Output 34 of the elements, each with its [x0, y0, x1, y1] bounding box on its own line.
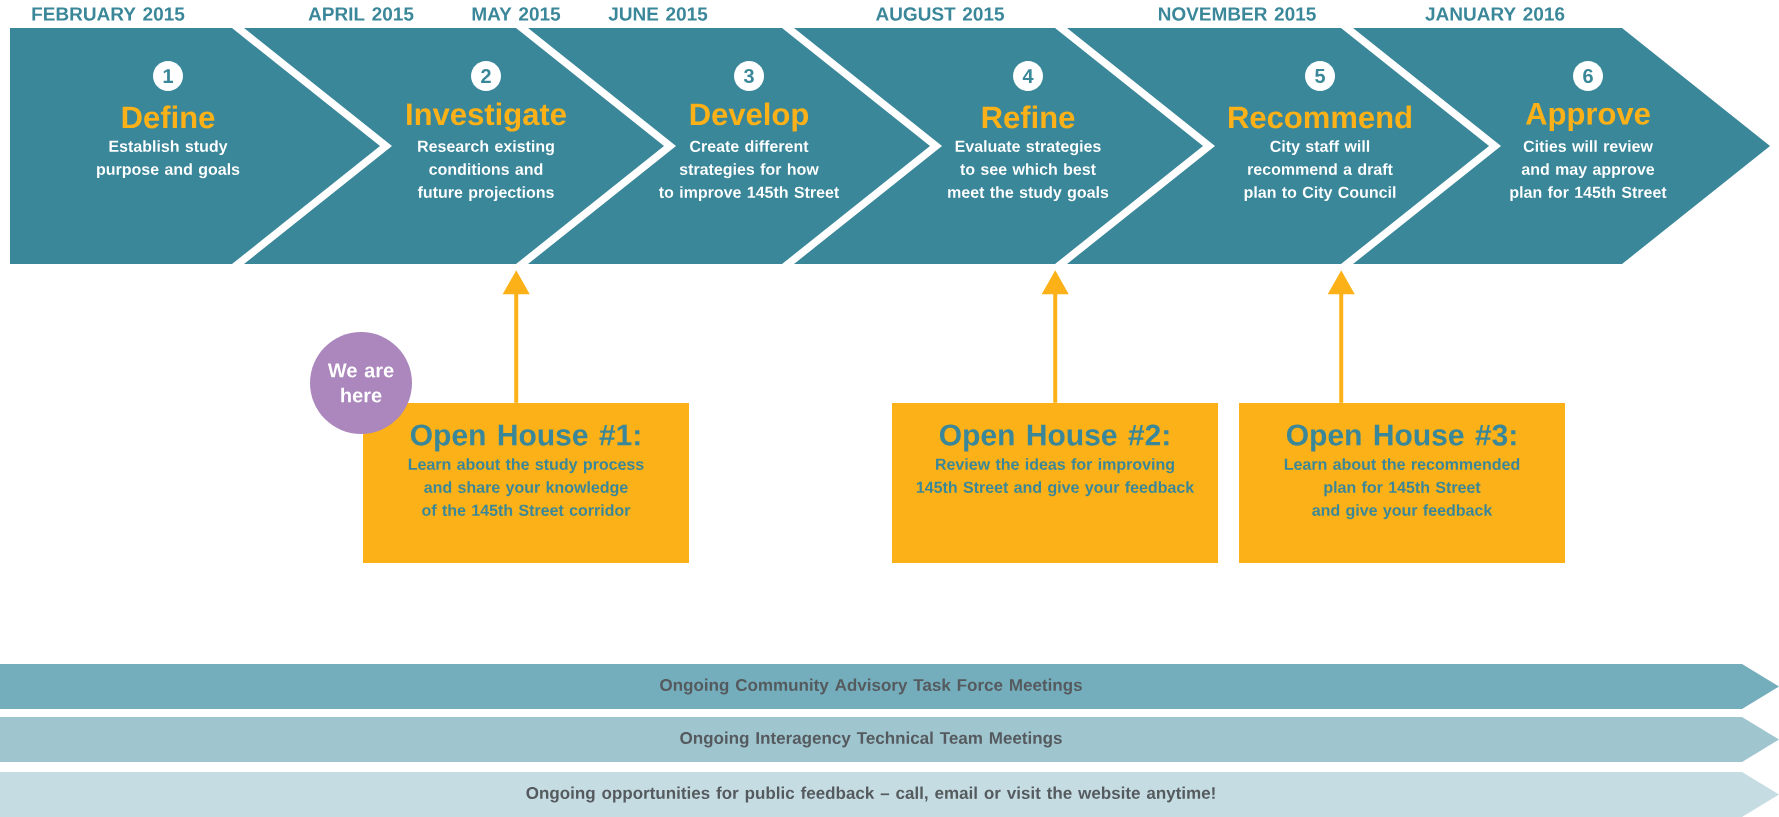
event-title: Open House #3:	[1286, 424, 1516, 452]
number-badge: 2	[471, 61, 501, 91]
stage-title: Refine	[982, 105, 1075, 129]
stage-title: Investigate	[407, 102, 566, 132]
event-description: Review the ideas for improving 145th Street and give your feedback	[916, 458, 1195, 497]
timeline-band: Ongoing Interagency Technical Team Meetings	[0, 717, 1779, 762]
status-badge: We are here	[310, 332, 412, 434]
stage-title: Approve	[1525, 103, 1650, 131]
stage-title: Develop	[690, 102, 809, 132]
number-badge: 1	[153, 61, 183, 91]
stage-description: Research existing conditions and future projections	[417, 140, 554, 202]
number-badge: 4	[1013, 61, 1043, 91]
number-badge: 3	[734, 61, 764, 91]
number-badge: 6	[1573, 61, 1603, 91]
date-label: JANUARY 2016	[1425, 7, 1565, 21]
date-label: NOVEMBER 2015	[1158, 7, 1316, 21]
timeline-band: Ongoing Community Advisory Task Force Meetings	[0, 664, 1779, 709]
event-description: Learn about the recommended plan for 145th Street and give your feedback	[1284, 458, 1520, 520]
date-label: APRIL 2015	[308, 7, 414, 21]
date-label: AUGUST 2015	[875, 7, 1004, 21]
stage-title: Define	[122, 105, 215, 129]
stage-description: Cities will review and may approve plan for 145th Street	[1510, 140, 1667, 202]
number-badge: 5	[1305, 61, 1335, 91]
event-title: Open House #1:	[410, 424, 640, 452]
stage-description: Create different strategies for how to improve 145th Street	[658, 140, 840, 202]
event-description: Learn about the study process and share your knowledge of the 145th Street corridor	[408, 458, 644, 516]
date-label: JUNE 2015	[608, 7, 708, 21]
event-title: Open House #2:	[939, 424, 1169, 452]
stage-description: Establish study purpose and goals	[97, 140, 240, 179]
stage-description: Evaluate strategies to see which best meet the study goals	[948, 140, 1109, 202]
date-label: MAY 2015	[472, 7, 561, 21]
stage-description: City staff will recommend a draft plan to City Council	[1244, 140, 1396, 202]
timeline-band: Ongoing opportunities for public feedback – call, email or visit the website anytime!	[0, 772, 1779, 817]
stage-title: Recommend	[1229, 105, 1411, 129]
